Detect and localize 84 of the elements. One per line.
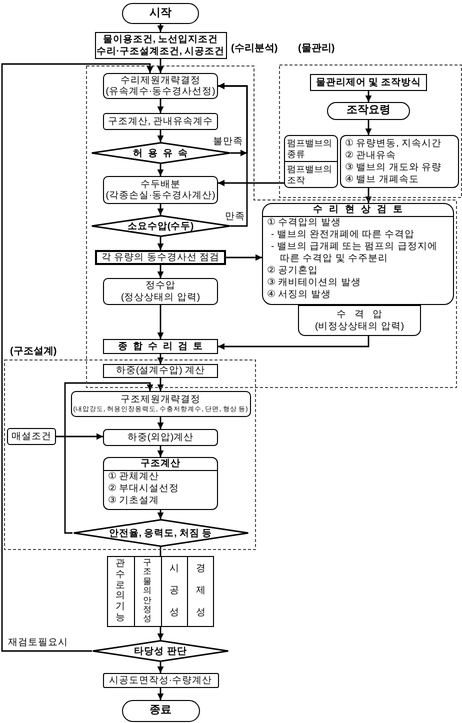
category-label: 펌프밸브의 종류 (285, 136, 337, 162)
process-box (298, 305, 421, 336)
heading: 구조계산 (104, 458, 217, 471)
table (107, 556, 214, 627)
process-box (262, 203, 454, 305)
arrow (218, 336, 370, 350)
arrow (157, 204, 164, 215)
arrow (157, 59, 164, 73)
arrow (365, 120, 372, 135)
edge-label: 재검토필요시 (7, 637, 69, 649)
table-column: 시공성 (160, 556, 188, 627)
table-column: 경제성 (187, 556, 214, 627)
arrow (226, 254, 262, 261)
list-item: ① 유량변동, 지속시간 (344, 138, 442, 150)
arrow (157, 446, 164, 457)
terminal: 조작요령 (327, 102, 410, 120)
arrow (218, 180, 284, 186)
list-item: ④ 밸브 개폐속도 (344, 174, 420, 186)
arrow (157, 627, 164, 640)
list-item: ① 관체계산 (107, 471, 160, 483)
list-item: ④ 서징의 발생 (266, 289, 332, 301)
list-item: ③ 밸브의 개도와 유량 (344, 162, 442, 174)
arrow (56, 433, 103, 440)
process-box: 시공도면작성·수량계산 (102, 673, 218, 688)
heading: 수리현상검토 (263, 204, 453, 217)
arrow (157, 688, 164, 700)
list-item: - 밸브의 급개폐 또는 펌프의 급정지에 따른 수격압 및 수주분리 (270, 241, 438, 265)
arrow (365, 91, 372, 102)
step-title: 정수압 (144, 280, 176, 292)
arrow (157, 237, 164, 250)
process-box (103, 176, 218, 204)
step-title: 수격압 (336, 309, 392, 320)
process-box (103, 73, 218, 99)
process-box: 물이용조건, 노선입지조건 수리·구조설계조건, 시공조건 (94, 32, 226, 59)
process-box (70, 391, 250, 417)
arrow (157, 305, 164, 339)
step-title: 수리제원개략결정 (120, 74, 202, 86)
arrow (157, 417, 164, 429)
process-box (103, 457, 218, 510)
arrow (157, 662, 164, 673)
arrow (157, 164, 164, 176)
process-box: 종합수리검토 (103, 339, 218, 354)
process-box (340, 135, 459, 188)
edge-label: 만족 (224, 211, 246, 223)
list-item: ③ 기초설계 (107, 495, 160, 507)
group-heading: (구조설계) (10, 346, 57, 358)
process-box (103, 278, 218, 305)
list-item: ② 관내유속 (344, 150, 398, 162)
table-column: 관수로의 기능 (107, 556, 134, 627)
list-item: ③ 캐비테이션의 발생 (266, 277, 362, 289)
process-box (284, 135, 338, 188)
process-box: 하중(설계수압) 계산 (103, 364, 218, 378)
step-note: (유속계수·동수경사선정) (104, 86, 216, 98)
arrow (157, 99, 164, 113)
step-title: 수두배분 (140, 178, 182, 190)
decision-diamond: 안전율, 응력도, 처짐 등 (72, 519, 248, 547)
process-box: 물관리제어 및 조작방식 (310, 74, 427, 91)
terminal: 종료 (122, 700, 200, 722)
step-note: (정상상태의 압력) (120, 292, 201, 303)
arrow (157, 130, 164, 142)
table-column: 구조물의 안정성 (134, 556, 160, 627)
edge-label: 불만족 (212, 136, 244, 148)
list-item: ② 공기혼입 (266, 265, 320, 277)
decision-diamond: 타당성 판단 (92, 640, 229, 662)
dashed-region (279, 42, 462, 198)
group-heading: (물관리) (298, 43, 335, 55)
category-label: 펌프밸브의 조작 (286, 163, 333, 187)
process-box: 하중(외압)계산 (103, 429, 218, 446)
arrow (157, 378, 164, 391)
list-item: - 밸브의 완전개폐에 따른 수격압 (270, 229, 416, 241)
step-note: (각종손실·동수경사계산) (104, 190, 216, 202)
group-heading: (수리분석) (231, 43, 278, 55)
step-note: (비정상상태의 압력) (314, 320, 405, 332)
process-box: 매설조건 (7, 428, 56, 445)
list-item: ② 부대시설선정 (107, 483, 180, 495)
list-item: ① 수격압의 발생 (266, 217, 342, 229)
arrow (1, 63, 154, 652)
process-box: 구조계산, 관내유속계수 (103, 113, 218, 130)
step-title: 구조제원개략결정 (120, 394, 202, 405)
arrow (64, 382, 154, 534)
arrow (218, 82, 248, 227)
arrow (157, 265, 164, 278)
process-box: 각 유량의 동수경사선 점검 (95, 250, 226, 265)
terminal: 시작 (122, 3, 199, 24)
